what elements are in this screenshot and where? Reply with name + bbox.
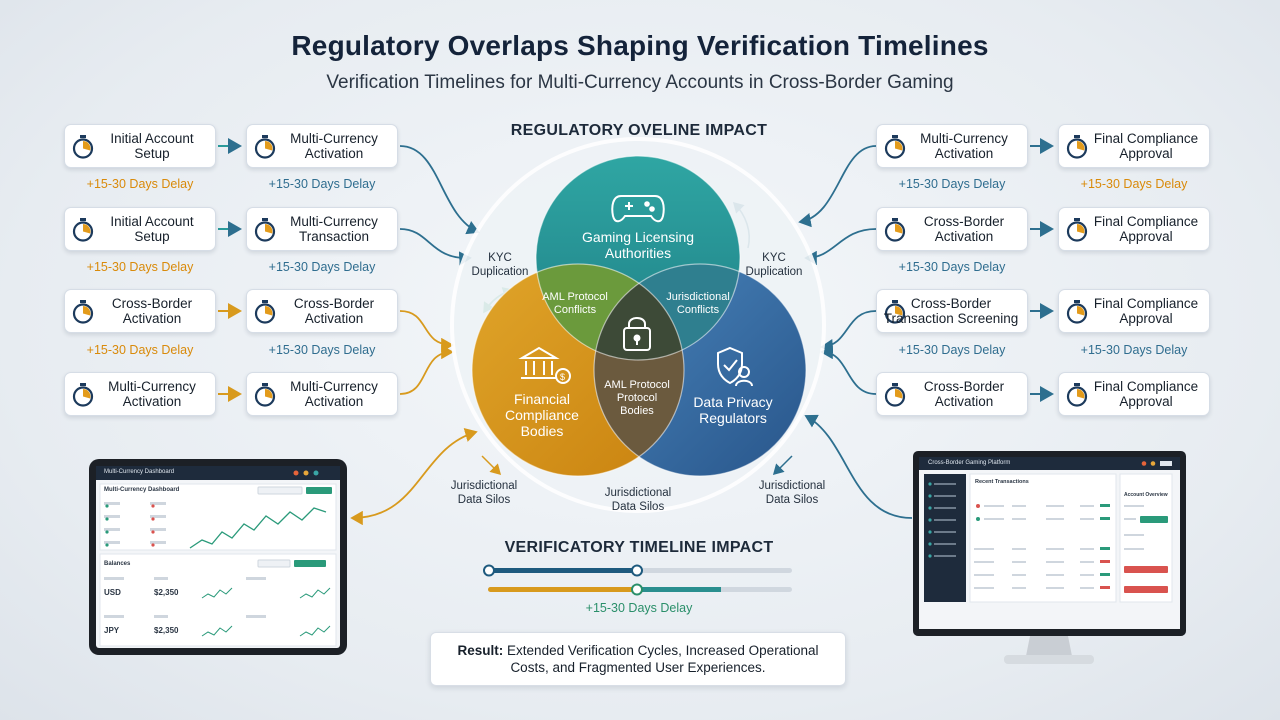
bank-icon: $ [518, 346, 571, 384]
stopwatch-icon [72, 300, 94, 324]
venn-heading: REGULATORY OVELINE IMPACT [510, 122, 768, 139]
stopwatch-icon [254, 135, 276, 159]
timeline-delay-text: +15-30 Days Delay [585, 601, 693, 615]
card-label: Multi-Currency Activation [290, 379, 378, 409]
page-subtitle: Verification Timelines for Multi-Currenc… [326, 72, 954, 93]
stopwatch-icon [72, 383, 94, 407]
right-row-2-card-a[interactable]: Cross-Border Transaction Screening [876, 289, 1028, 333]
card-label: Final Compliance Approval [1093, 379, 1199, 409]
stopwatch-icon [1066, 135, 1088, 159]
stopwatch-icon [254, 383, 276, 407]
stopwatch-icon [884, 135, 906, 159]
stopwatch-icon [254, 300, 276, 324]
left-row-2-delay-a: +15-30 Days Delay [86, 343, 194, 357]
card-label: Final Compliance Approval [1093, 296, 1199, 326]
venn-financial-label: Financial Compliance Bodies [505, 391, 579, 439]
left-row-2-card-b[interactable]: Cross-Border Activation [246, 289, 398, 333]
page-title: Regulatory Overlaps Shaping Verification… [291, 30, 989, 61]
left-row-1-card-a[interactable]: Initial Account Setup [64, 207, 216, 251]
left-row-0-delay-a: +15-30 Days Delay [86, 177, 194, 191]
monitor-header-title: Cross-Border Gaming Platform [928, 460, 1011, 466]
tablet-amount-1: $2,350 [154, 626, 179, 635]
svg-text:$: $ [560, 372, 565, 382]
result-label: Result: [457, 643, 504, 658]
left-row-1-delay-a: +15-30 Days Delay [86, 260, 194, 274]
monitor-right-title: Account Overview [1124, 492, 1168, 498]
result-box: Result: Extended Verification Cycles, In… [430, 632, 846, 686]
data-silos-right: Jurisdictional Data Silos [758, 480, 826, 506]
stopwatch-icon [72, 218, 94, 242]
stopwatch-icon [884, 218, 906, 242]
right-row-1-delay-a: +15-30 Days Delay [898, 260, 1006, 274]
left-small-connectors [218, 138, 242, 402]
left-row-0-card-a[interactable]: Initial Account Setup [64, 124, 216, 168]
left-row-3-card-a[interactable]: Multi-Currency Activation [64, 372, 216, 416]
timeline-heading: VERIFICATORY TIMELINE IMPACT [504, 539, 774, 556]
tablet-amount-0: $2,350 [154, 588, 179, 597]
card-label: Multi-Currency Activation [108, 379, 196, 409]
kyc-duplication-right: KYC Duplication [745, 252, 803, 278]
tablet-header-title: Multi-Currency Dashboard [104, 469, 175, 475]
card-label: Final Compliance Approval [1093, 131, 1199, 161]
card-label: Cross-Border Transaction Screening [883, 296, 1019, 326]
monitor-panel-title: Recent Transactions [975, 479, 1029, 485]
card-label: Initial Account Setup [110, 131, 194, 161]
tablet-currency-1: JPY [104, 626, 120, 635]
right-row-3-card-b[interactable]: Final Compliance Approval [1058, 372, 1210, 416]
left-row-2-card-a[interactable]: Cross-Border Activation [64, 289, 216, 333]
left-to-venn-connectors [350, 145, 480, 526]
right-row-0-card-a[interactable]: Multi-Currency Activation [876, 124, 1028, 168]
right-row-0-delay-a: +15-30 Days Delay [898, 177, 1006, 191]
right-row-1-card-a[interactable]: Cross-Border Activation [876, 207, 1028, 251]
card-label: Cross-Border Activation [923, 379, 1005, 409]
kyc-duplication-left: KYC Duplication [471, 252, 529, 278]
left-row-2-delay-b: +15-30 Days Delay [268, 343, 376, 357]
padlock-icon [623, 317, 651, 351]
tablet-balances-title: Balances [104, 561, 131, 567]
left-row-0-delay-b: +15-30 Days Delay [268, 177, 376, 191]
stopwatch-icon [72, 135, 94, 159]
stopwatch-icon [254, 218, 276, 242]
left-row-3-card-b[interactable]: Multi-Currency Activation [246, 372, 398, 416]
right-row-2-card-b[interactable]: Final Compliance Approval [1058, 289, 1210, 333]
right-row-2-delay-b: +15-30 Days Delay [1080, 343, 1188, 357]
card-label: Cross-Border Activation [111, 296, 193, 326]
card-label: Cross-Border Activation [293, 296, 375, 326]
stopwatch-icon [1066, 383, 1088, 407]
card-label: Multi-Currency Activation [290, 131, 378, 161]
left-row-1-card-b[interactable]: Multi-Currency Transaction [246, 207, 398, 251]
venn-gaming-label: Gaming Licensing Authorities [581, 229, 695, 261]
stopwatch-icon [1066, 300, 1088, 324]
venn-overlap-bottom-label: AML Protocol Protocol Bodies [604, 379, 670, 417]
venn-overlap-right-label: Jurisdictional Conflicts [666, 291, 730, 316]
right-to-venn-connectors [798, 145, 913, 519]
card-label: Multi-Currency Transaction [290, 214, 378, 244]
right-small-connectors [1030, 138, 1054, 402]
card-label: Multi-Currency Activation [920, 131, 1008, 161]
stopwatch-icon [884, 300, 906, 324]
card-label: Initial Account Setup [110, 214, 194, 244]
venn-privacy-label: Data Privacy Regulators [693, 394, 773, 426]
left-row-1-delay-b: +15-30 Days Delay [268, 260, 376, 274]
data-silos-left: Jurisdictional Data Silos [450, 480, 518, 506]
right-row-2-delay-a: +15-30 Days Delay [898, 343, 1006, 357]
stopwatch-icon [884, 383, 906, 407]
card-label: Final Compliance Approval [1093, 214, 1199, 244]
card-label: Cross-Border Activation [923, 214, 1005, 244]
gamepad-icon [611, 195, 665, 223]
venn-overlap-left-label: AML Protocol Conflicts [542, 291, 608, 316]
right-row-0-delay-b: +15-30 Days Delay [1080, 177, 1188, 191]
right-row-0-card-b[interactable]: Final Compliance Approval [1058, 124, 1210, 168]
tablet-panel-title: Multi-Currency Dashboard [104, 487, 180, 493]
left-row-0-card-b[interactable]: Multi-Currency Activation [246, 124, 398, 168]
result-text: Extended Verification Cycles, Increased … [507, 643, 819, 675]
tablet-currency-0: USD [104, 588, 121, 597]
shield-user-icon [717, 346, 753, 387]
right-row-1-card-b[interactable]: Final Compliance Approval [1058, 207, 1210, 251]
stopwatch-icon [1066, 218, 1088, 242]
right-row-3-card-a[interactable]: Cross-Border Activation [876, 372, 1028, 416]
data-silos-center: Jurisdictional Data Silos [604, 487, 672, 513]
